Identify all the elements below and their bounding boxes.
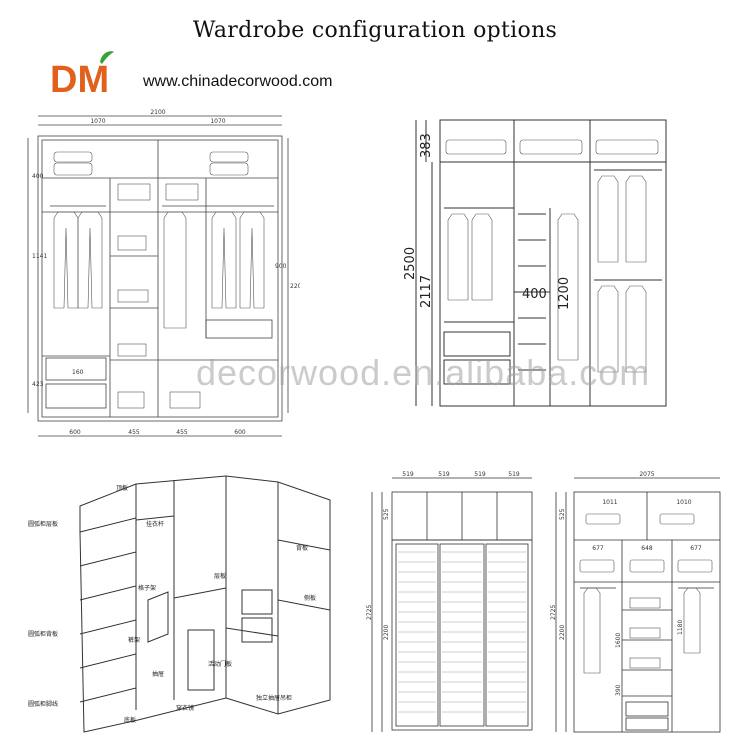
svg-text:圆弧柜层板: 圆弧柜层板 bbox=[28, 520, 58, 528]
svg-text:677: 677 bbox=[690, 545, 702, 552]
watermark: decorwood.en.alibaba.com bbox=[196, 352, 651, 393]
svg-text:2725: 2725 bbox=[366, 605, 373, 620]
svg-text:455: 455 bbox=[128, 429, 140, 436]
svg-text:1600: 1600 bbox=[615, 633, 622, 648]
svg-text:400: 400 bbox=[522, 287, 547, 302]
sliding-door-wardrobe-front: 519 519 519 519 525 2725 2200 bbox=[366, 471, 533, 732]
svg-text:1070: 1070 bbox=[90, 118, 105, 125]
svg-text:2100: 2100 bbox=[150, 109, 165, 116]
svg-text:600: 600 bbox=[69, 429, 81, 436]
svg-text:455: 455 bbox=[176, 429, 188, 436]
svg-text:挂衣杆: 挂衣杆 bbox=[146, 520, 164, 528]
svg-text:裤架: 裤架 bbox=[128, 636, 140, 644]
svg-text:2725: 2725 bbox=[550, 605, 557, 620]
svg-text:525: 525 bbox=[383, 508, 390, 520]
svg-text:2200: 2200 bbox=[559, 625, 566, 640]
svg-text:背板: 背板 bbox=[296, 544, 308, 552]
svg-text:层板: 层板 bbox=[214, 572, 226, 580]
svg-text:格子架: 格子架 bbox=[138, 584, 156, 592]
svg-text:圆弧柜脚线: 圆弧柜脚线 bbox=[28, 700, 58, 708]
svg-text:2500: 2500 bbox=[403, 247, 418, 280]
svg-text:底板: 底板 bbox=[124, 716, 136, 724]
svg-text:390: 390 bbox=[615, 684, 622, 696]
svg-text:519: 519 bbox=[508, 471, 520, 478]
page-title: Wardrobe configuration options bbox=[192, 18, 558, 43]
svg-text:648: 648 bbox=[641, 545, 653, 552]
svg-text:独立抽屉吊柜: 独立抽屉吊柜 bbox=[256, 694, 292, 702]
svg-text:活动门板: 活动门板 bbox=[208, 660, 232, 668]
svg-text:2200: 2200 bbox=[290, 283, 300, 290]
svg-text:900: 900 bbox=[275, 263, 287, 270]
svg-text:穿衣镜: 穿衣镜 bbox=[176, 704, 194, 712]
dm-logo: DM bbox=[50, 51, 114, 100]
svg-text:1070: 1070 bbox=[210, 118, 225, 125]
svg-text:423: 423 bbox=[32, 381, 44, 388]
svg-text:2117: 2117 bbox=[419, 275, 434, 308]
wardrobe-height-diagram: 383 2500 2117 400 1200 bbox=[403, 119, 667, 407]
svg-text:顶板: 顶板 bbox=[116, 484, 128, 492]
wardrobe-interior-diagram: 2075 1011 1010 677 648 677 525 2725 2200… bbox=[550, 471, 721, 733]
svg-text:1180: 1180 bbox=[677, 620, 684, 635]
svg-text:1011: 1011 bbox=[602, 499, 617, 506]
svg-text:圆弧柜背板: 圆弧柜背板 bbox=[28, 630, 58, 638]
svg-text:525: 525 bbox=[559, 508, 566, 520]
svg-text:2075: 2075 bbox=[639, 471, 654, 478]
svg-text:383: 383 bbox=[419, 133, 434, 158]
svg-text:400: 400 bbox=[32, 173, 44, 180]
svg-text:2200: 2200 bbox=[383, 625, 390, 640]
svg-text:519: 519 bbox=[474, 471, 486, 478]
svg-text:1141: 1141 bbox=[32, 253, 47, 260]
svg-text:519: 519 bbox=[402, 471, 414, 478]
website-url: www.chinadecorwood.com bbox=[143, 73, 333, 90]
svg-text:160: 160 bbox=[72, 369, 84, 376]
svg-text:519: 519 bbox=[438, 471, 450, 478]
svg-text:抽屉: 抽屉 bbox=[152, 670, 164, 678]
svg-text:侧板: 侧板 bbox=[304, 594, 316, 602]
wardrobe-elevation-diagram: 2100 1070 1070 600 455 455 600 400 1141 … bbox=[27, 109, 300, 437]
svg-text:DM: DM bbox=[50, 59, 109, 100]
svg-text:1010: 1010 bbox=[676, 499, 691, 506]
svg-text:677: 677 bbox=[592, 545, 604, 552]
corner-wardrobe-isometric: 顶板 挂衣杆 格子架 裤架 侧板 背板 层板 圆弧柜层板 圆弧柜背板 圆弧柜脚线… bbox=[28, 475, 331, 733]
svg-text:600: 600 bbox=[234, 429, 246, 436]
svg-text:1200: 1200 bbox=[557, 277, 572, 310]
